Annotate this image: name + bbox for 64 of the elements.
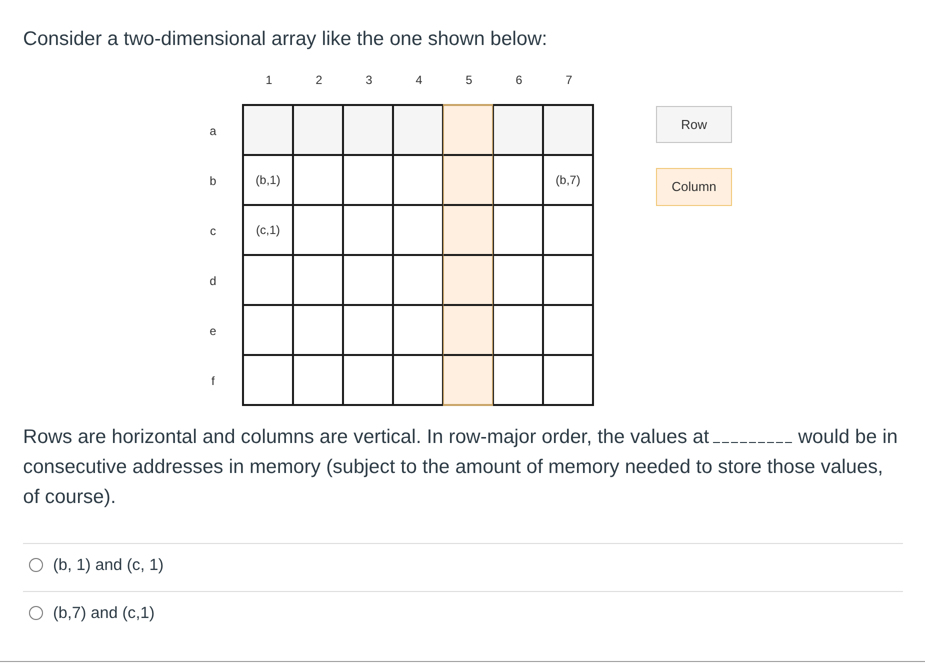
row-letter: f: [210, 374, 216, 388]
row-letter: c: [209, 224, 217, 238]
array-cell: [443, 355, 493, 406]
row-letter: e: [208, 324, 218, 338]
array-cell: [443, 104, 493, 155]
array-cell: [543, 355, 594, 406]
array-cell: [543, 155, 594, 205]
array-cell: [242, 104, 293, 155]
array-cell: [543, 305, 594, 355]
column-number: 5: [464, 73, 474, 87]
array-cell: [293, 205, 343, 255]
column-number: 2: [314, 73, 324, 87]
answer-option: (b,7) and (c,1): [53, 603, 155, 623]
array-cell: [293, 155, 343, 205]
array-cell: [242, 205, 293, 255]
array-cell: [393, 205, 443, 255]
cell-label: (b,1): [256, 173, 280, 187]
array-cell: [543, 205, 594, 255]
array-cell: [343, 205, 393, 255]
question-text: Rows are horizontal and columns are vertical. In row-major order, the values at would be in consecutive addresses in memory (subject to the amount of memory needed to store those values, of course).: [23, 425, 899, 510]
array-cell: [493, 255, 543, 305]
array-cell: [343, 104, 393, 155]
array-cell: [293, 355, 343, 406]
array-cell: [443, 155, 493, 205]
array-cell: [293, 305, 343, 355]
array-cell: [343, 355, 393, 406]
array-cell: [393, 155, 443, 205]
array-cell: [543, 255, 594, 305]
array-cell: [393, 104, 443, 155]
array-cell: [493, 155, 543, 205]
row-letter: b: [208, 174, 218, 188]
array-cell: [443, 305, 493, 355]
array-cell: [493, 205, 543, 255]
column-number: 4: [414, 73, 424, 87]
array-cell: [393, 305, 443, 355]
array-cell: [343, 255, 393, 305]
array-cell: [242, 255, 293, 305]
column-number: 6: [514, 73, 524, 87]
legend-label: Row: [680, 116, 707, 132]
array-cell: [493, 355, 543, 406]
column-number: 1: [264, 73, 274, 87]
array-cell: [393, 255, 443, 305]
array-cell: [242, 305, 293, 355]
array-cell: [443, 205, 493, 255]
array-cell: [343, 305, 393, 355]
column-number: 3: [364, 73, 374, 87]
cell-label: (b,7): [556, 173, 580, 187]
array-cell: [293, 104, 343, 155]
answer-option: (b, 1) and (c, 1): [53, 555, 164, 575]
row-letter: d: [208, 274, 218, 288]
title-text: Consider a two-dimensional array like the one shown below:: [23, 27, 548, 51]
legend-label: Column: [672, 179, 716, 195]
array-cell: [343, 155, 393, 205]
row-letter: a: [208, 124, 218, 138]
array-cell: [293, 255, 343, 305]
cell-label: (c,1): [256, 223, 280, 237]
array-cell: [493, 104, 543, 155]
array-cell: [493, 305, 543, 355]
array-cell: [393, 355, 443, 406]
array-cell: [543, 104, 594, 155]
column-number: 7: [564, 73, 574, 87]
array-cell: [242, 355, 293, 406]
array-cell: [242, 155, 293, 205]
array-cell: [443, 255, 493, 305]
